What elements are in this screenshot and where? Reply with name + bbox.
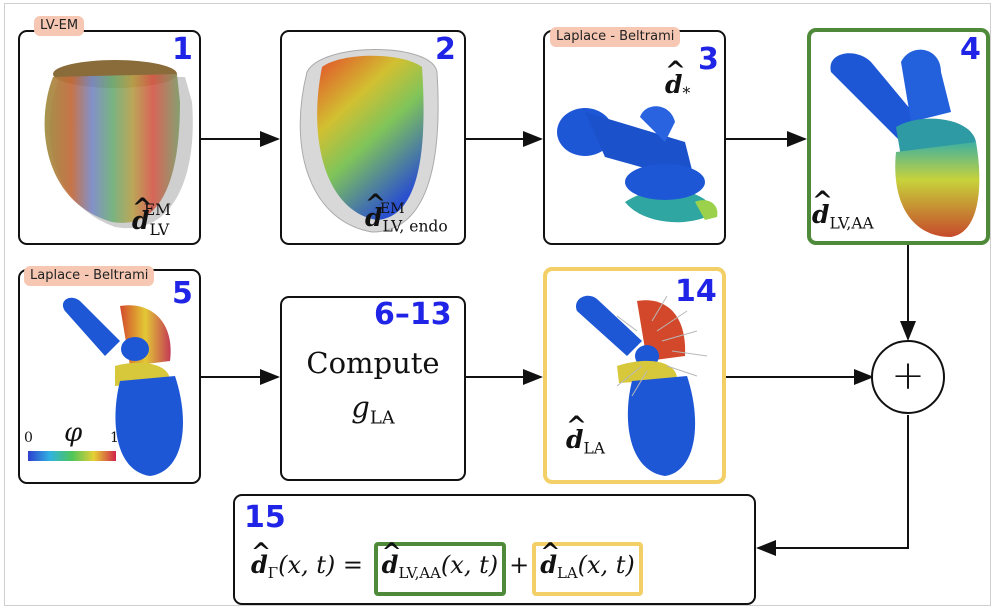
heart-mesh-image-3 [557, 106, 718, 223]
arrow-plus-to-15 [756, 415, 909, 556]
tag-lv-em: LV-EM [34, 16, 85, 36]
eq-term-lv-aa: dLV,AA(x, t) [373, 533, 507, 597]
step-number-1: 1 [172, 32, 193, 67]
colorbar-max-label: 1 [110, 430, 119, 446]
figure-frame [4, 3, 991, 606]
panel-1-lv-em [18, 30, 201, 245]
step-number-4: 4 [960, 32, 981, 67]
heart-displacement-mesh-image [576, 295, 708, 476]
label-d-lv-aa: dLV,AA [812, 186, 874, 232]
eq-lhs-sub: Γ [267, 564, 279, 583]
step-number-6-13: 6–13 [374, 297, 452, 332]
eq-term-la: dLA(x, t) [532, 533, 643, 597]
eq-lhs-args: (x, t) [278, 551, 336, 579]
step-number-15: 15 [244, 500, 286, 535]
label-d-star: d* [665, 56, 690, 102]
heart-phi-mesh-image [28, 297, 183, 476]
colorbar-min-label: 0 [24, 430, 33, 446]
lv-em-mesh-image [44, 60, 193, 229]
compute-label: Compute [306, 346, 440, 380]
eq-equals: = [342, 551, 364, 579]
label-phi: φ [64, 418, 83, 448]
label-d-lv-endo: dLV, endo [365, 189, 448, 235]
panel-5-laplace-beltrami [18, 269, 201, 484]
panel-15-equation: dΓ(x, t) = dLV,AA(x, t)+dLA(x, t) [233, 494, 756, 605]
lv-endo-mesh-image [299, 49, 439, 233]
label-d-lv-em: dLVEM [132, 193, 187, 239]
sum-node [871, 340, 945, 414]
sum-node-plus: + [891, 353, 925, 399]
heart-mesh-image-4 [830, 49, 980, 237]
label-d-la: dLA [566, 411, 605, 457]
equation: dΓ(x, t) = dLV,AA(x, t)+dLA(x, t) [251, 533, 646, 597]
tag-laplace-beltrami-5: Laplace - Beltrami [24, 266, 155, 286]
label-d-lv-endo-sup: EM [380, 201, 405, 217]
eq-lhs-d: d [251, 533, 268, 584]
compute-g-la: gLA [351, 390, 395, 429]
eq-plus: + [509, 551, 530, 579]
step-number-2: 2 [435, 32, 456, 67]
step-number-5: 5 [172, 276, 193, 311]
panel-4-d-lv-aa [807, 28, 990, 245]
panel-6-13-compute: Compute gLA [280, 296, 466, 481]
tag-laplace-beltrami-3: Laplace - Beltrami [550, 27, 681, 47]
panel-2-lv-endo [280, 30, 466, 245]
step-number-14: 14 [675, 274, 717, 309]
step-number-3: 3 [698, 42, 719, 77]
panel-3-laplace-beltrami [543, 30, 726, 245]
